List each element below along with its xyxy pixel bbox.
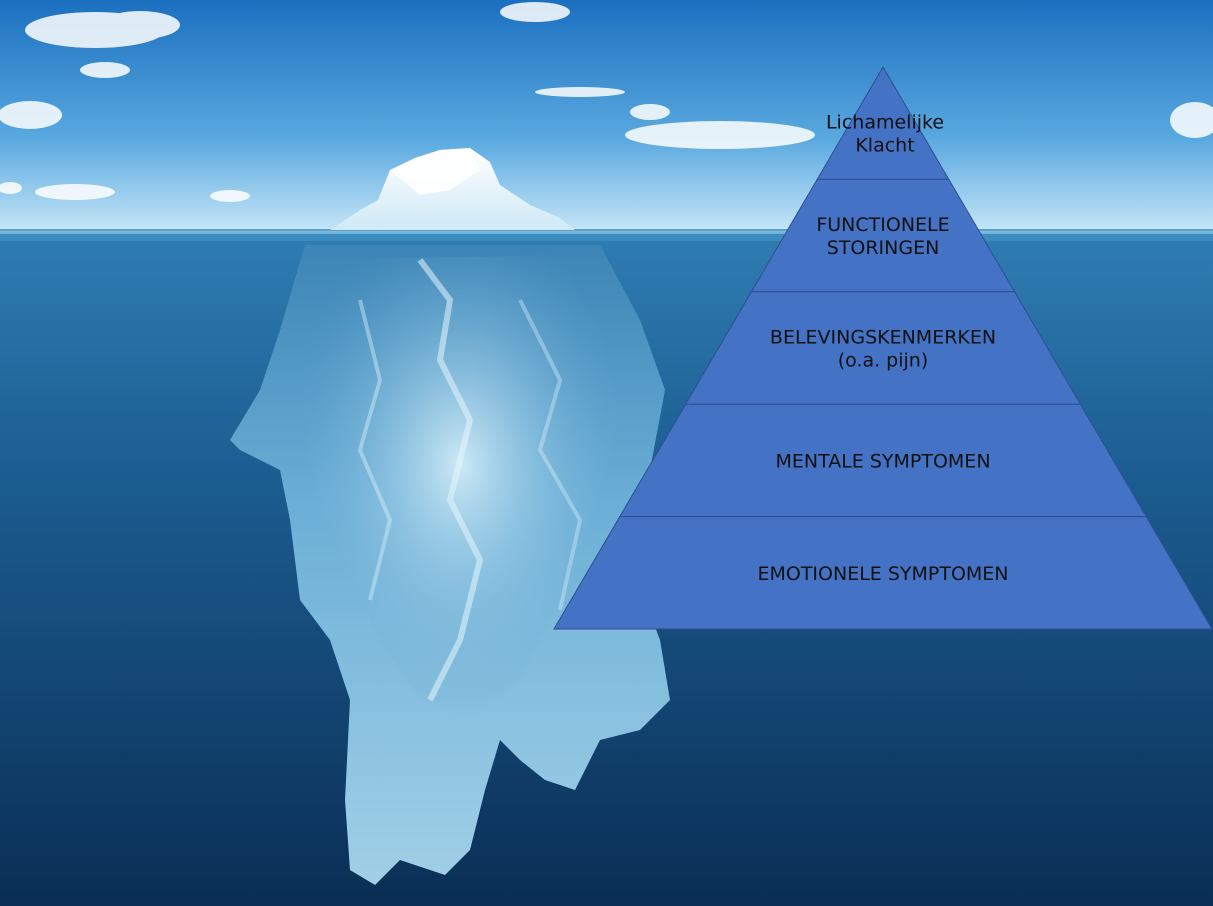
pyramid-layer-3-label: (o.a. pijn) bbox=[838, 350, 929, 372]
pyramid-layer-5-label: EMOTIONELE SYMPTOMEN bbox=[757, 563, 1008, 585]
pyramid-layer-3-label: BELEVINGSKENMERKEN bbox=[770, 327, 996, 349]
pyramid-layer-2-label: FUNCTIONELE bbox=[816, 214, 949, 236]
pyramid-layer-5 bbox=[553, 516, 1213, 630]
pyramid-layer-1-label: Klacht bbox=[855, 135, 914, 157]
pyramid-layer-4-label: MENTALE SYMPTOMEN bbox=[775, 450, 990, 472]
pyramid-layer-2-label: STORINGEN bbox=[827, 237, 940, 259]
pyramid-layer-1-label: Lichamelijke bbox=[826, 112, 944, 134]
clouds bbox=[0, 2, 1213, 202]
sky bbox=[0, 0, 1213, 232]
iceberg-tip bbox=[330, 148, 575, 230]
